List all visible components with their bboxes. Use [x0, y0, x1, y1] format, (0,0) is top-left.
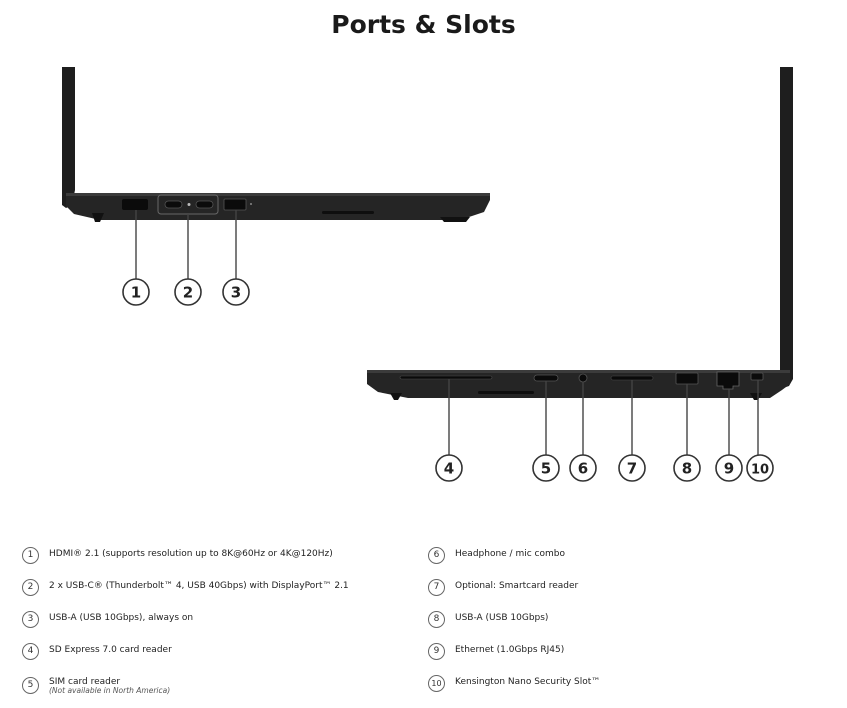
page-title: Ports & Slots: [331, 10, 516, 39]
legend-number: 7: [428, 579, 445, 596]
callout-label: 6: [578, 460, 588, 478]
legend-label: Kensington Nano Security Slot™: [455, 677, 601, 687]
foot: [750, 393, 762, 400]
callout-label: 8: [682, 460, 692, 478]
legend-item: 10 Kensington Nano Security Slot™: [428, 675, 600, 695]
legend-number: 9: [428, 643, 445, 660]
usb-c-port-icon: [164, 200, 183, 209]
headphone-jack-icon: [578, 373, 588, 383]
lid-right: [780, 67, 793, 388]
lid-left: [62, 67, 75, 208]
legend-number: 4: [22, 643, 39, 660]
kensington-slot-icon: [750, 372, 764, 381]
legend-item: 1 HDMI® 2.1 (supports resolution up to 8…: [22, 547, 333, 567]
legend-number: 8: [428, 611, 445, 628]
callout-9: 9: [715, 454, 743, 482]
sim-tray-icon: [533, 374, 559, 382]
legend-item: 4 SD Express 7.0 card reader: [22, 643, 172, 663]
legend-note: (Not available in North America): [49, 686, 171, 695]
sd-express-slot-icon: [399, 375, 493, 380]
ethernet-port-icon: [716, 371, 740, 390]
legend-label: USB-A (USB 10Gbps): [455, 613, 549, 623]
legend-label: HDMI® 2.1 (supports resolution up to 8K@…: [49, 549, 333, 559]
legend-item: 3 USB-A (USB 10Gbps), always on: [22, 611, 193, 631]
foot: [390, 393, 402, 400]
callout-10: 10: [746, 454, 774, 482]
usb-a-port-icon: [675, 372, 699, 385]
usb-c-port-icon: [195, 200, 214, 209]
callout-label: 10: [751, 463, 769, 478]
legend-number: 1: [22, 547, 39, 564]
usb-a-port-icon: [223, 198, 247, 211]
foot: [440, 217, 470, 222]
callout-label: 5: [541, 460, 551, 478]
legend-item: 6 Headphone / mic combo: [428, 547, 565, 567]
callout-6: 6: [569, 454, 597, 482]
callout-8: 8: [673, 454, 701, 482]
base-left: [66, 193, 490, 220]
legend-label: SD Express 7.0 card reader: [49, 645, 172, 655]
legend-number: 10: [428, 675, 445, 692]
ports-diagram: 1 2 3 4 5 6 7 8 9 10: [62, 67, 793, 482]
smartcard-slot-icon: [610, 375, 654, 381]
legend-label: 2 x USB-C® (Thunderbolt™ 4, USB 40Gbps) …: [49, 581, 349, 591]
legend-item: 7 Optional: Smartcard reader: [428, 579, 578, 599]
legend-number: 5: [22, 677, 39, 694]
thunderbolt-led-icon: [187, 203, 191, 206]
callout-4: 4: [435, 454, 463, 482]
legend-label: USB-A (USB 10Gbps), always on: [49, 613, 194, 623]
legend-number: 2: [22, 579, 39, 596]
laptop-right-side-view: [367, 67, 793, 455]
legend-label: Headphone / mic combo: [455, 549, 565, 559]
callout-2: 2: [174, 278, 202, 306]
callout-label: 3: [231, 284, 241, 302]
legend-label: SIM card reader: [49, 677, 121, 687]
callout-label: 9: [724, 460, 734, 478]
legend-item: 9 Ethernet (1.0Gbps RJ45): [428, 643, 564, 663]
callout-label: 4: [444, 460, 454, 478]
legend-label: Ethernet (1.0Gbps RJ45): [455, 645, 565, 655]
vent: [322, 211, 374, 214]
legend-label: Optional: Smartcard reader: [455, 581, 579, 591]
hdmi-port-icon: [122, 199, 148, 210]
callout-5: 5: [532, 454, 560, 482]
callout-3: 3: [222, 278, 250, 306]
legend-item: 2 2 x USB-C® (Thunderbolt™ 4, USB 40Gbps…: [22, 579, 349, 599]
callout-1: 1: [122, 278, 150, 306]
legend-number: 6: [428, 547, 445, 564]
callout-label: 2: [183, 284, 193, 302]
vent: [478, 391, 534, 394]
laptop-left-side-view: [62, 67, 490, 279]
legend-item: 5 SIM card reader (Not available in Nort…: [22, 677, 170, 697]
callout-label: 1: [131, 284, 141, 302]
callout-7: 7: [618, 454, 646, 482]
legend-item: 8 USB-A (USB 10Gbps): [428, 611, 548, 631]
legend-text-block: SIM card reader (Not available in North …: [49, 677, 170, 695]
foot: [92, 213, 104, 222]
legend-number: 3: [22, 611, 39, 628]
callout-label: 7: [627, 460, 637, 478]
